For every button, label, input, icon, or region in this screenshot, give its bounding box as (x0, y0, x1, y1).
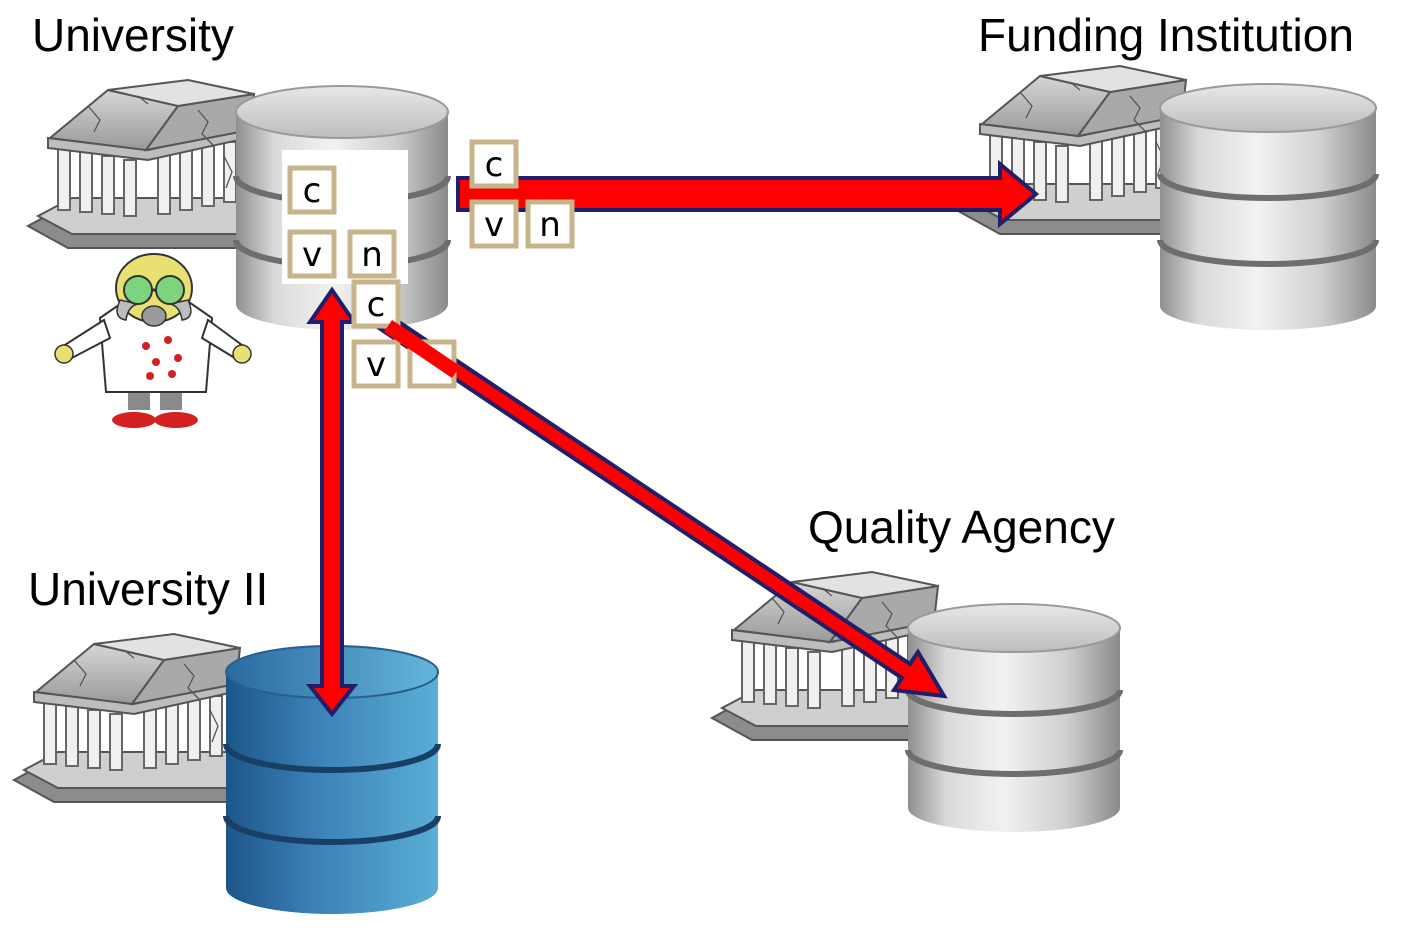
tile-n: n (361, 235, 383, 275)
university-label: University (32, 9, 234, 61)
record-tiles-to-quality-agency: c v (354, 282, 454, 386)
tile-c: c (485, 145, 504, 185)
tile-n: n (539, 205, 561, 245)
tile-v: v (366, 345, 386, 385)
record-tiles-university: c v n (290, 168, 394, 276)
university-ii-label: University II (28, 563, 269, 615)
quality-agency-label: Quality Agency (808, 501, 1115, 553)
tile-c: c (303, 171, 322, 211)
quality-agency-database-icon (905, 603, 1123, 832)
funding-institution-label: Funding Institution (978, 9, 1354, 61)
tile-c: c (367, 285, 386, 325)
tile-v: v (302, 235, 322, 275)
arrow-to-university-ii (305, 286, 359, 718)
arrow-overlap (384, 320, 460, 378)
funding-institution-database-icon (1157, 83, 1379, 330)
arrow-to-quality-agency (373, 309, 948, 699)
scientist-icon (54, 253, 252, 428)
record-tiles-to-funding: c v n (472, 142, 572, 246)
tile-v: v (484, 205, 504, 245)
